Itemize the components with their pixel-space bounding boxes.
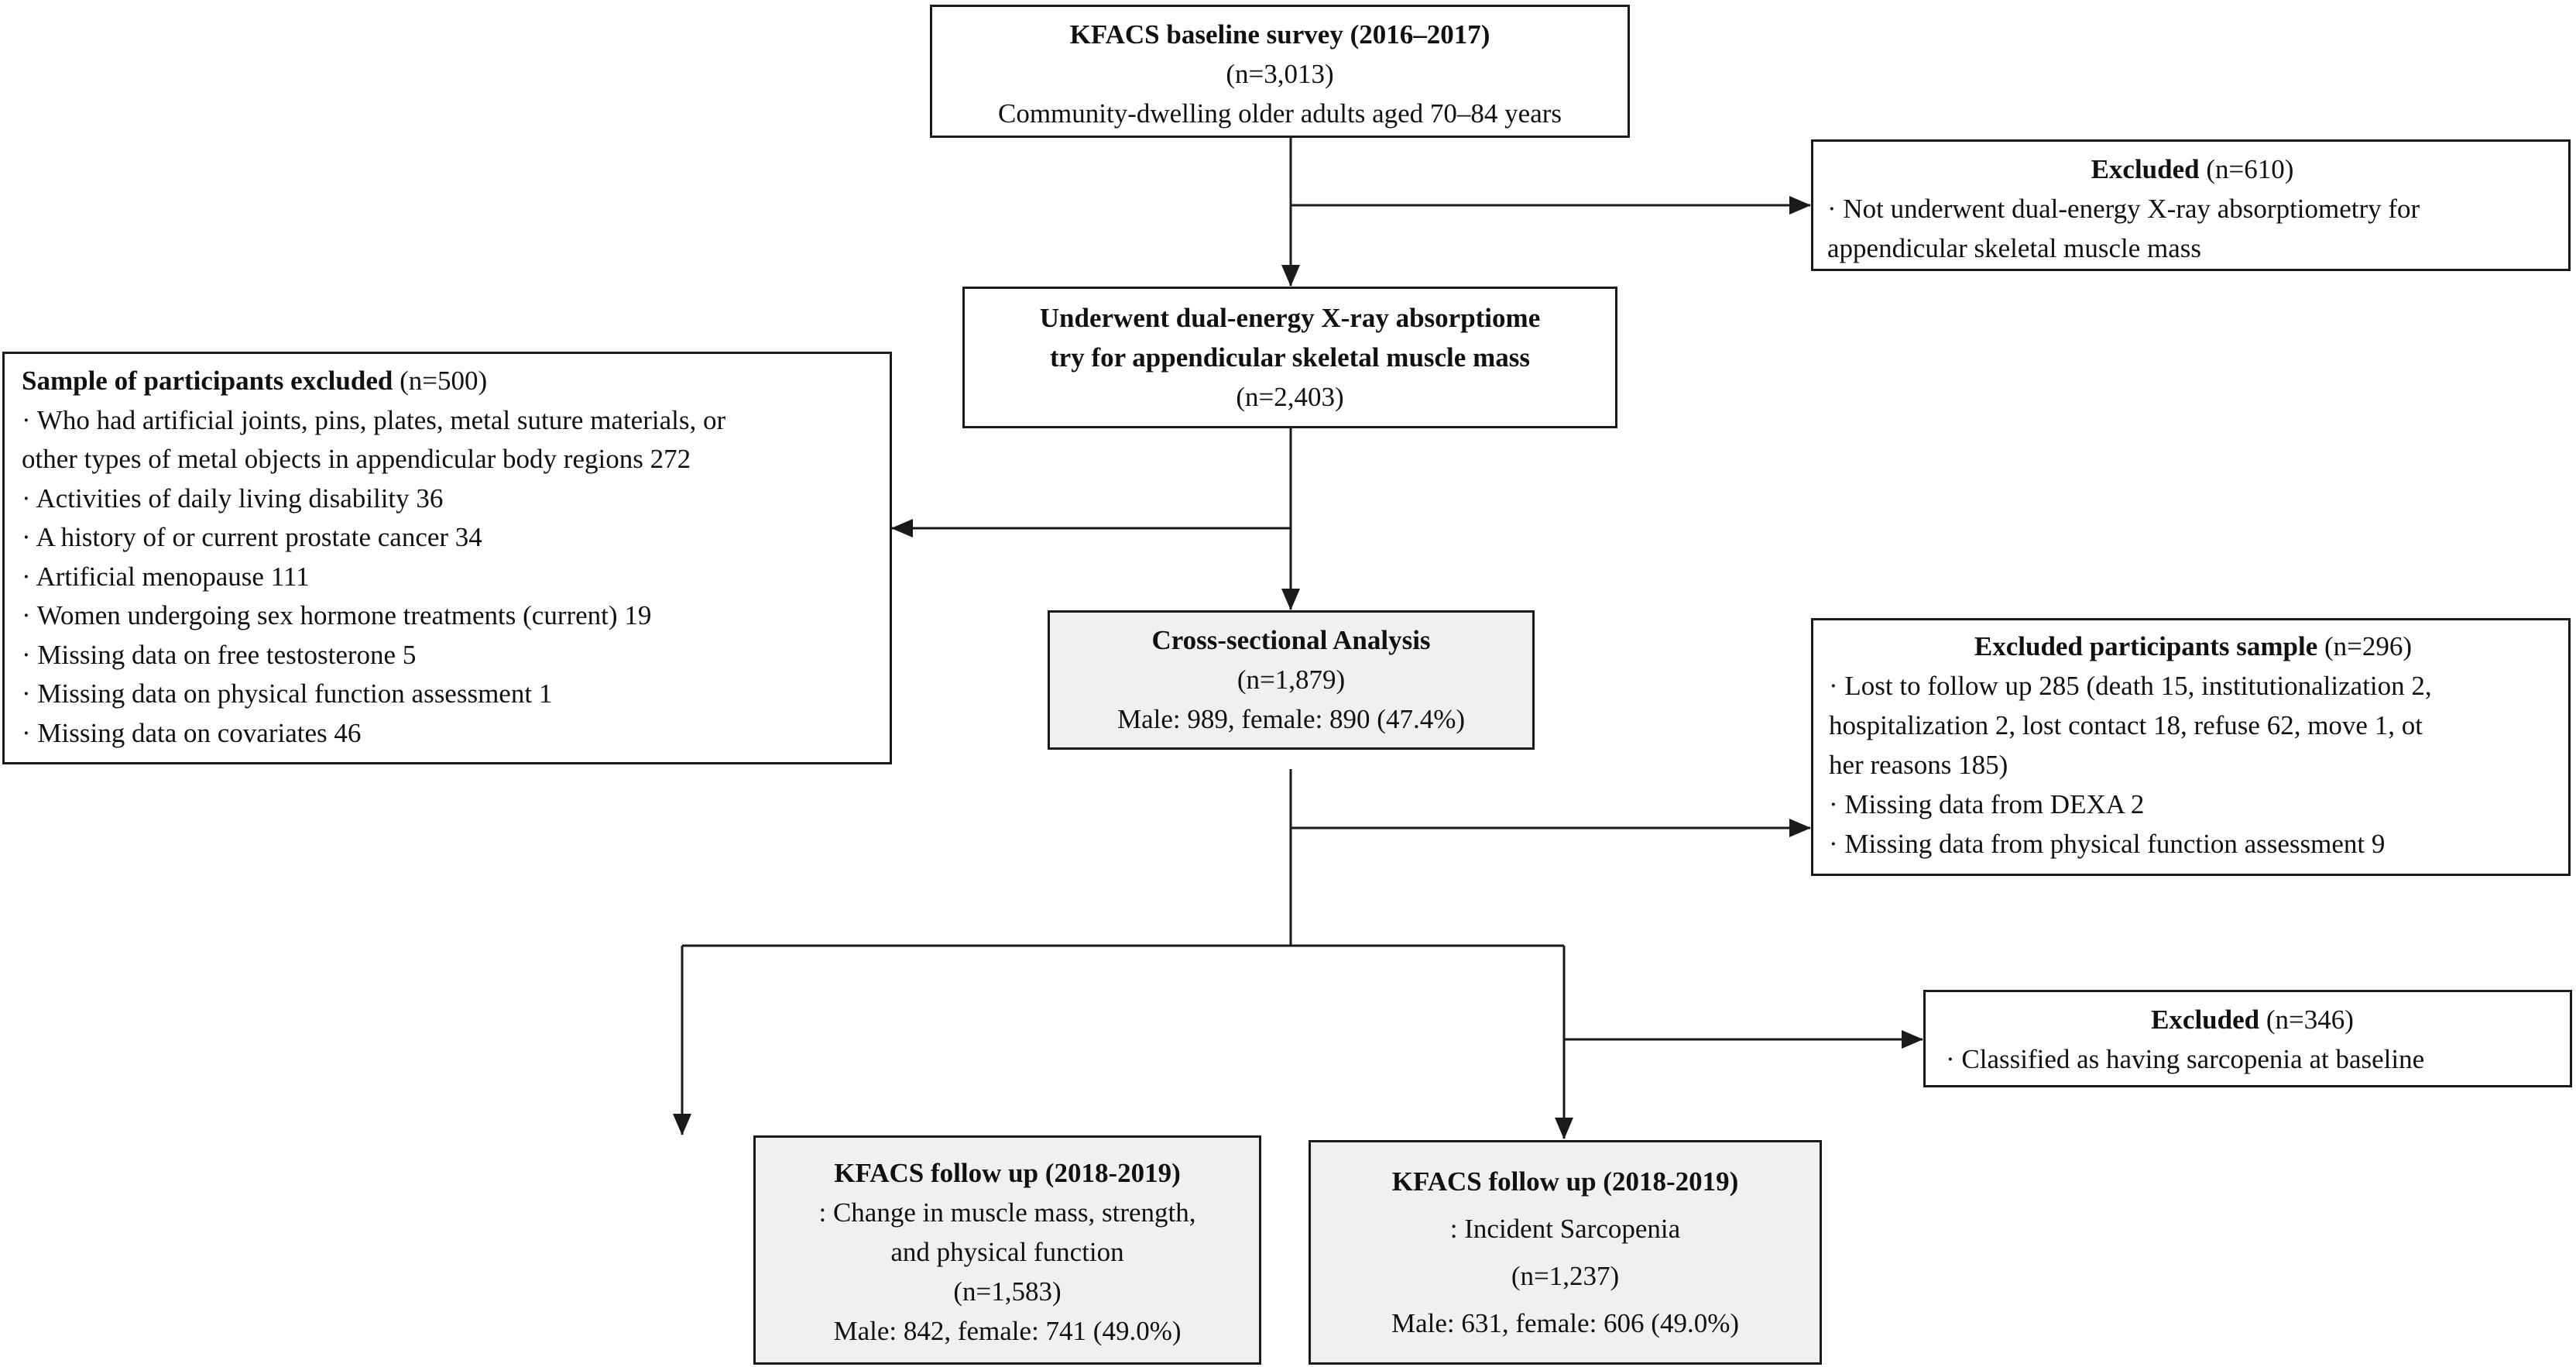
excluded-sarcopenia-title: Excluded	[2151, 1005, 2260, 1035]
excluded-followup-item: Missing data from DEXA 2	[1829, 785, 2557, 824]
underwent-dexa-n: (n=2,403)	[1236, 382, 1344, 412]
sample-excluded-item: Missing data on covariates 46	[22, 714, 879, 754]
excluded-sarcopenia-item: Classified as having sarcopenia at basel…	[1946, 1039, 2559, 1079]
excluded-sarcopenia-heading: Excluded (n=346)	[1946, 1000, 2559, 1039]
followup-change-title: KFACS follow up (2018-2019)	[834, 1158, 1181, 1188]
sample-excluded-item: Who had artificial joints, pins, plates,…	[22, 401, 879, 441]
baseline-description: Community-dwelling older adults aged 70–…	[997, 98, 1562, 129]
sample-excluded-box: Sample of participants excluded (n=500) …	[2, 352, 892, 764]
sample-excluded-item: Artificial menopause 111	[22, 558, 879, 597]
excluded-followup-item-cont: her reasons 185)	[1829, 750, 2008, 780]
sample-excluded-title: Sample of participants excluded	[22, 366, 393, 396]
followup-change-sex: Male: 842, female: 741 (49.0%)	[833, 1316, 1182, 1346]
cross-sectional-sex: Male: 989, female: 890 (47.4%)	[1116, 704, 1466, 734]
excluded-followup-item-cont: hospitalization 2, lost contact 18, refu…	[1829, 710, 2423, 740]
cross-sectional-box: Cross-sectional Analysis (n=1,879) Male:…	[1048, 610, 1535, 750]
sample-excluded-item-cont: other types of metal objects in appendic…	[22, 444, 691, 474]
sample-excluded-item: Missing data on physical function assess…	[22, 675, 879, 714]
excluded-dexa-item-cont: appendicular skeletal muscle mass	[1827, 233, 2202, 263]
followup-incident-n: (n=1,237)	[1511, 1261, 1620, 1291]
followup-change-box: KFACS follow up (2018-2019) : Change in …	[753, 1135, 1261, 1365]
excluded-sarcopenia-box: Excluded (n=346) Classified as having sa…	[1923, 990, 2572, 1087]
sample-excluded-n: (n=500)	[393, 366, 488, 396]
excluded-followup-heading: Excluded participants sample (n=296)	[1829, 627, 2557, 666]
followup-incident-box: KFACS follow up (2018-2019) : Incident S…	[1309, 1140, 1822, 1365]
excluded-followup-box: Excluded participants sample (n=296) Los…	[1811, 618, 2571, 876]
followup-incident-sex: Male: 631, female: 606 (49.0%)	[1391, 1308, 1740, 1338]
excluded-dexa-heading: Excluded (n=610)	[1827, 149, 2557, 189]
baseline-title: KFACS baseline survey (2016–2017)	[1069, 19, 1490, 50]
underwent-dexa-line1: Underwent dual-energy X-ray absorptiome	[1039, 303, 1541, 333]
excluded-followup-item: Lost to follow up 285 (death 15, institu…	[1829, 666, 2557, 706]
excluded-followup-item: Missing data from physical function asse…	[1829, 824, 2557, 864]
excluded-followup-title: Excluded participants sample	[1974, 631, 2318, 661]
excluded-dexa-box: Excluded (n=610) Not underwent dual-ener…	[1811, 139, 2571, 271]
followup-change-line2: and physical function	[890, 1237, 1124, 1267]
excluded-sarcopenia-n: (n=346)	[2259, 1005, 2354, 1035]
excluded-dexa-n: (n=610)	[2199, 154, 2294, 184]
excluded-followup-n: (n=296)	[2317, 631, 2413, 661]
sample-excluded-item: Activities of daily living disability 36	[22, 479, 879, 519]
baseline-n: (n=3,013)	[1226, 59, 1334, 89]
followup-incident-line1: : Incident Sarcopenia	[1449, 1214, 1681, 1244]
excluded-dexa-title: Excluded	[2091, 154, 2200, 184]
baseline-survey-box: KFACS baseline survey (2016–2017) (n=3,0…	[930, 5, 1630, 138]
sample-excluded-heading: Sample of participants excluded (n=500)	[22, 362, 879, 401]
underwent-dexa-box: Underwent dual-energy X-ray absorptiome …	[962, 287, 1617, 428]
underwent-dexa-line2: try for appendicular skeletal muscle mas…	[1050, 342, 1530, 373]
followup-change-line1: : Change in muscle mass, strength,	[818, 1197, 1196, 1228]
followup-incident-title: KFACS follow up (2018-2019)	[1391, 1166, 1739, 1197]
cross-sectional-n: (n=1,879)	[1237, 665, 1346, 695]
sample-excluded-item: Missing data on free testosterone 5	[22, 636, 879, 675]
followup-change-n: (n=1,583)	[953, 1276, 1062, 1307]
excluded-dexa-item: Not underwent dual-energy X-ray absorpti…	[1827, 189, 2557, 228]
sample-excluded-item: Women undergoing sex hormone treatments …	[22, 596, 879, 636]
sample-excluded-item: A history of or current prostate cancer …	[22, 518, 879, 558]
cross-sectional-title: Cross-sectional Analysis	[1151, 625, 1431, 655]
